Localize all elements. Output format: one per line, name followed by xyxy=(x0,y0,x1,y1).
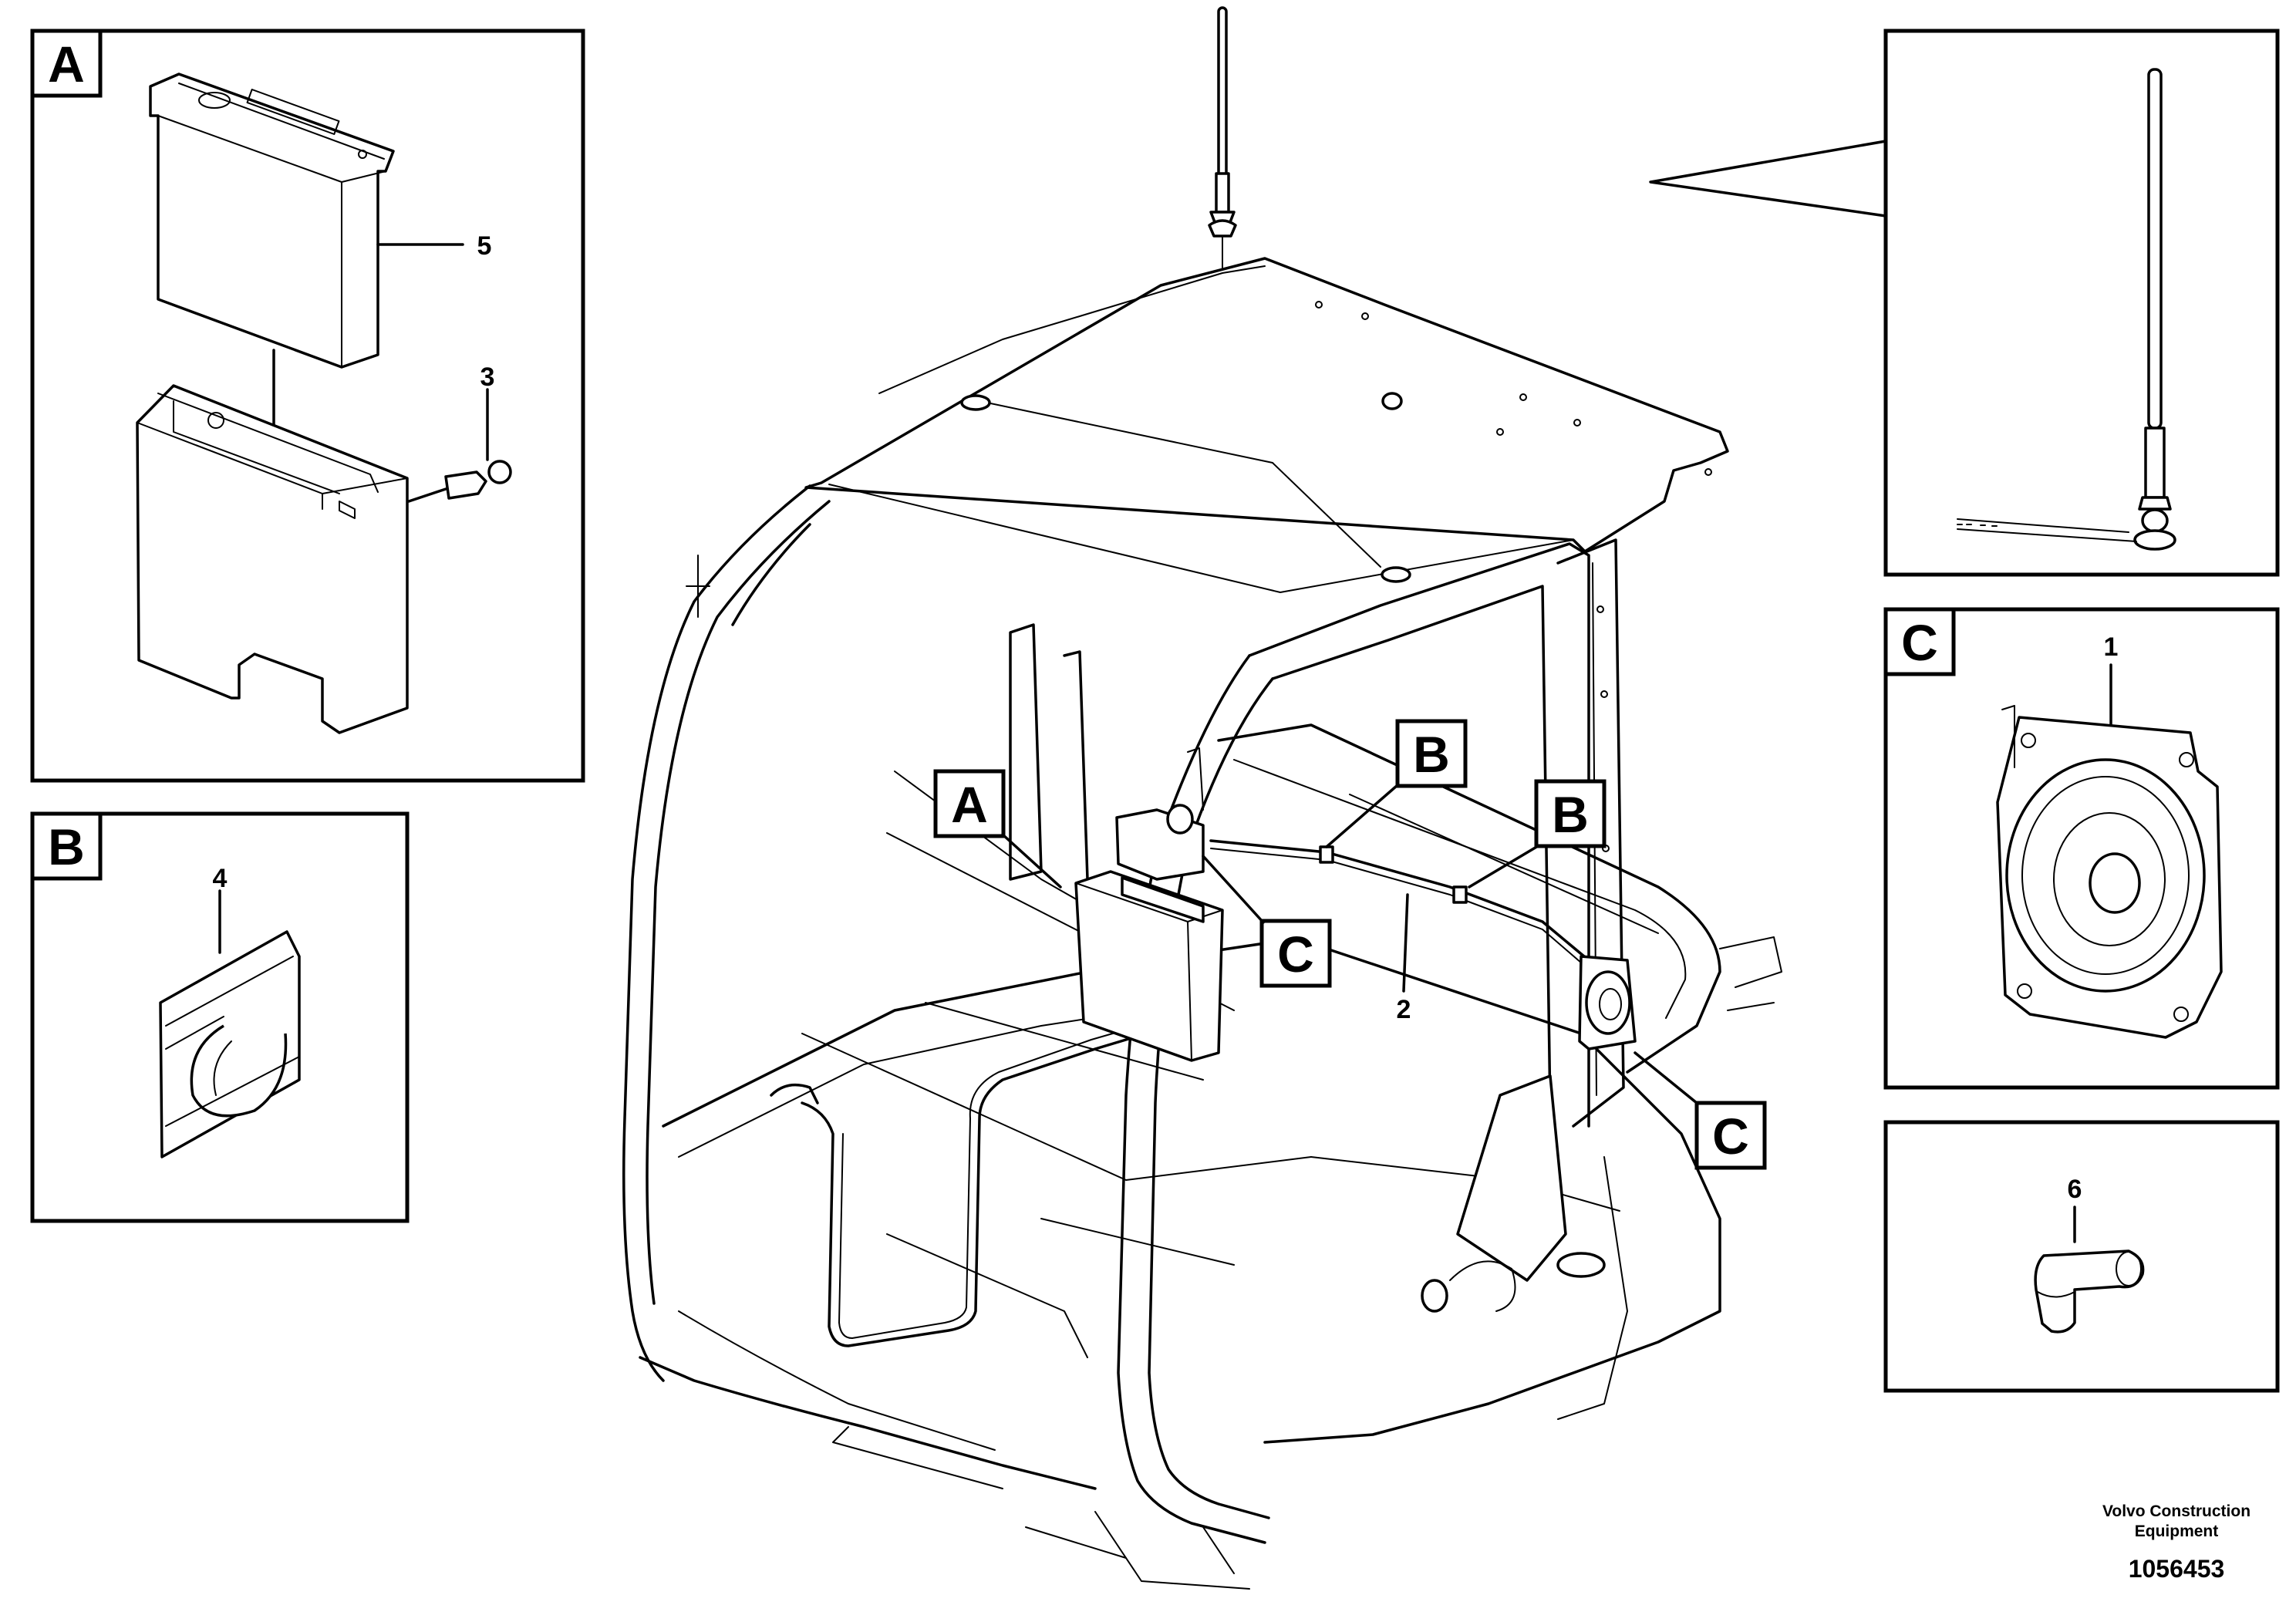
main-tag-b1-group: B xyxy=(1325,719,1468,848)
speaker-cable xyxy=(1209,839,1590,962)
rear-right-pillar xyxy=(1556,538,1625,1128)
callout-1: 1 xyxy=(2104,632,2119,662)
screw-drawing xyxy=(444,460,512,500)
main-tag-a-leader xyxy=(1001,833,1062,889)
main-tag-b1: B xyxy=(1413,726,1450,783)
main-tag-b2-leader xyxy=(1468,845,1539,889)
cable-end-cap-drawing xyxy=(2034,1249,2145,1334)
footer-drawing-number: 1056453 xyxy=(2129,1555,2225,1583)
speaker-installed xyxy=(1578,955,1637,1050)
antenna-panel-frame xyxy=(1883,29,2280,577)
main-tag-b2-group: B xyxy=(1468,779,1607,889)
cable-clip-1 xyxy=(1319,845,1334,864)
leader-3 xyxy=(407,487,447,503)
speaker-drawing xyxy=(1996,705,2223,1039)
roof-panel xyxy=(804,257,1729,553)
radio-unit-installed xyxy=(1074,870,1224,1062)
cab-base xyxy=(639,1356,1097,1490)
main-tag-b1-leader xyxy=(1325,784,1399,848)
main-tag-c1: C xyxy=(1277,926,1314,983)
main-tag-c1-leader xyxy=(1202,855,1265,924)
main-tag-c2-group: C xyxy=(1633,1051,1767,1170)
detail-panel-b: B 4 xyxy=(30,811,410,1223)
rear-tub-rim xyxy=(1217,723,1721,1074)
rear-left-post xyxy=(1009,623,1043,881)
main-tag-c1-box xyxy=(1259,919,1332,988)
antenna-detail-drawing xyxy=(1957,68,2176,551)
main-tag-c2: C xyxy=(1712,1108,1749,1165)
detail-panel-a: A 5 3 xyxy=(30,29,585,783)
panel-c-tag-box xyxy=(1883,607,1956,676)
cable-harness xyxy=(801,1036,1135,1347)
main-tag-a: A xyxy=(951,776,988,833)
radio-unit-drawing xyxy=(149,73,395,369)
roof-antenna xyxy=(1208,6,1237,271)
main-tag-b2: B xyxy=(1552,786,1589,843)
side-bracket xyxy=(1456,1074,1567,1282)
footer-company-line2: Equipment xyxy=(2135,1523,2219,1540)
callout-2: 2 xyxy=(1397,995,1411,1024)
panel-c-tag: C xyxy=(1901,614,1938,671)
footer-company-line1: Volvo Construction xyxy=(2102,1502,2250,1520)
panel-b-tag: B xyxy=(48,818,85,875)
main-tag-c2-box xyxy=(1694,1101,1767,1170)
panel-b-tag-box xyxy=(30,811,103,881)
callout-6: 6 xyxy=(2068,1175,2082,1204)
main-tag-c2-leader xyxy=(1633,1051,1698,1104)
cable-clip-2 xyxy=(1452,885,1468,904)
panel-a-tag-box xyxy=(30,29,103,98)
main-tag-a-box xyxy=(933,769,1006,838)
detail-panel-antenna xyxy=(1649,29,2280,577)
antenna-panel-pointer xyxy=(1649,140,1887,218)
main-tag-b1-box xyxy=(1395,719,1468,788)
detail-panel-c: C 1 xyxy=(1883,607,2280,1090)
panel-a-tag: A xyxy=(48,35,85,93)
right-front-pillar xyxy=(1117,654,1266,1544)
main-tag-c1-group: C xyxy=(1202,855,1332,988)
main-tag-b2-box xyxy=(1534,779,1607,848)
left-pillar xyxy=(622,484,811,1382)
detail-panel-part6: 6 xyxy=(1883,1120,2280,1393)
callout-3: 3 xyxy=(480,363,495,392)
callout-5: 5 xyxy=(477,231,492,261)
main-tag-a-group: A xyxy=(933,769,1062,889)
cable-clip-drawing xyxy=(159,930,301,1158)
leader-2 xyxy=(1402,893,1409,993)
callout-4: 4 xyxy=(213,864,228,893)
cab-main-drawing xyxy=(622,6,1782,1590)
radio-bracket-drawing xyxy=(136,384,409,734)
